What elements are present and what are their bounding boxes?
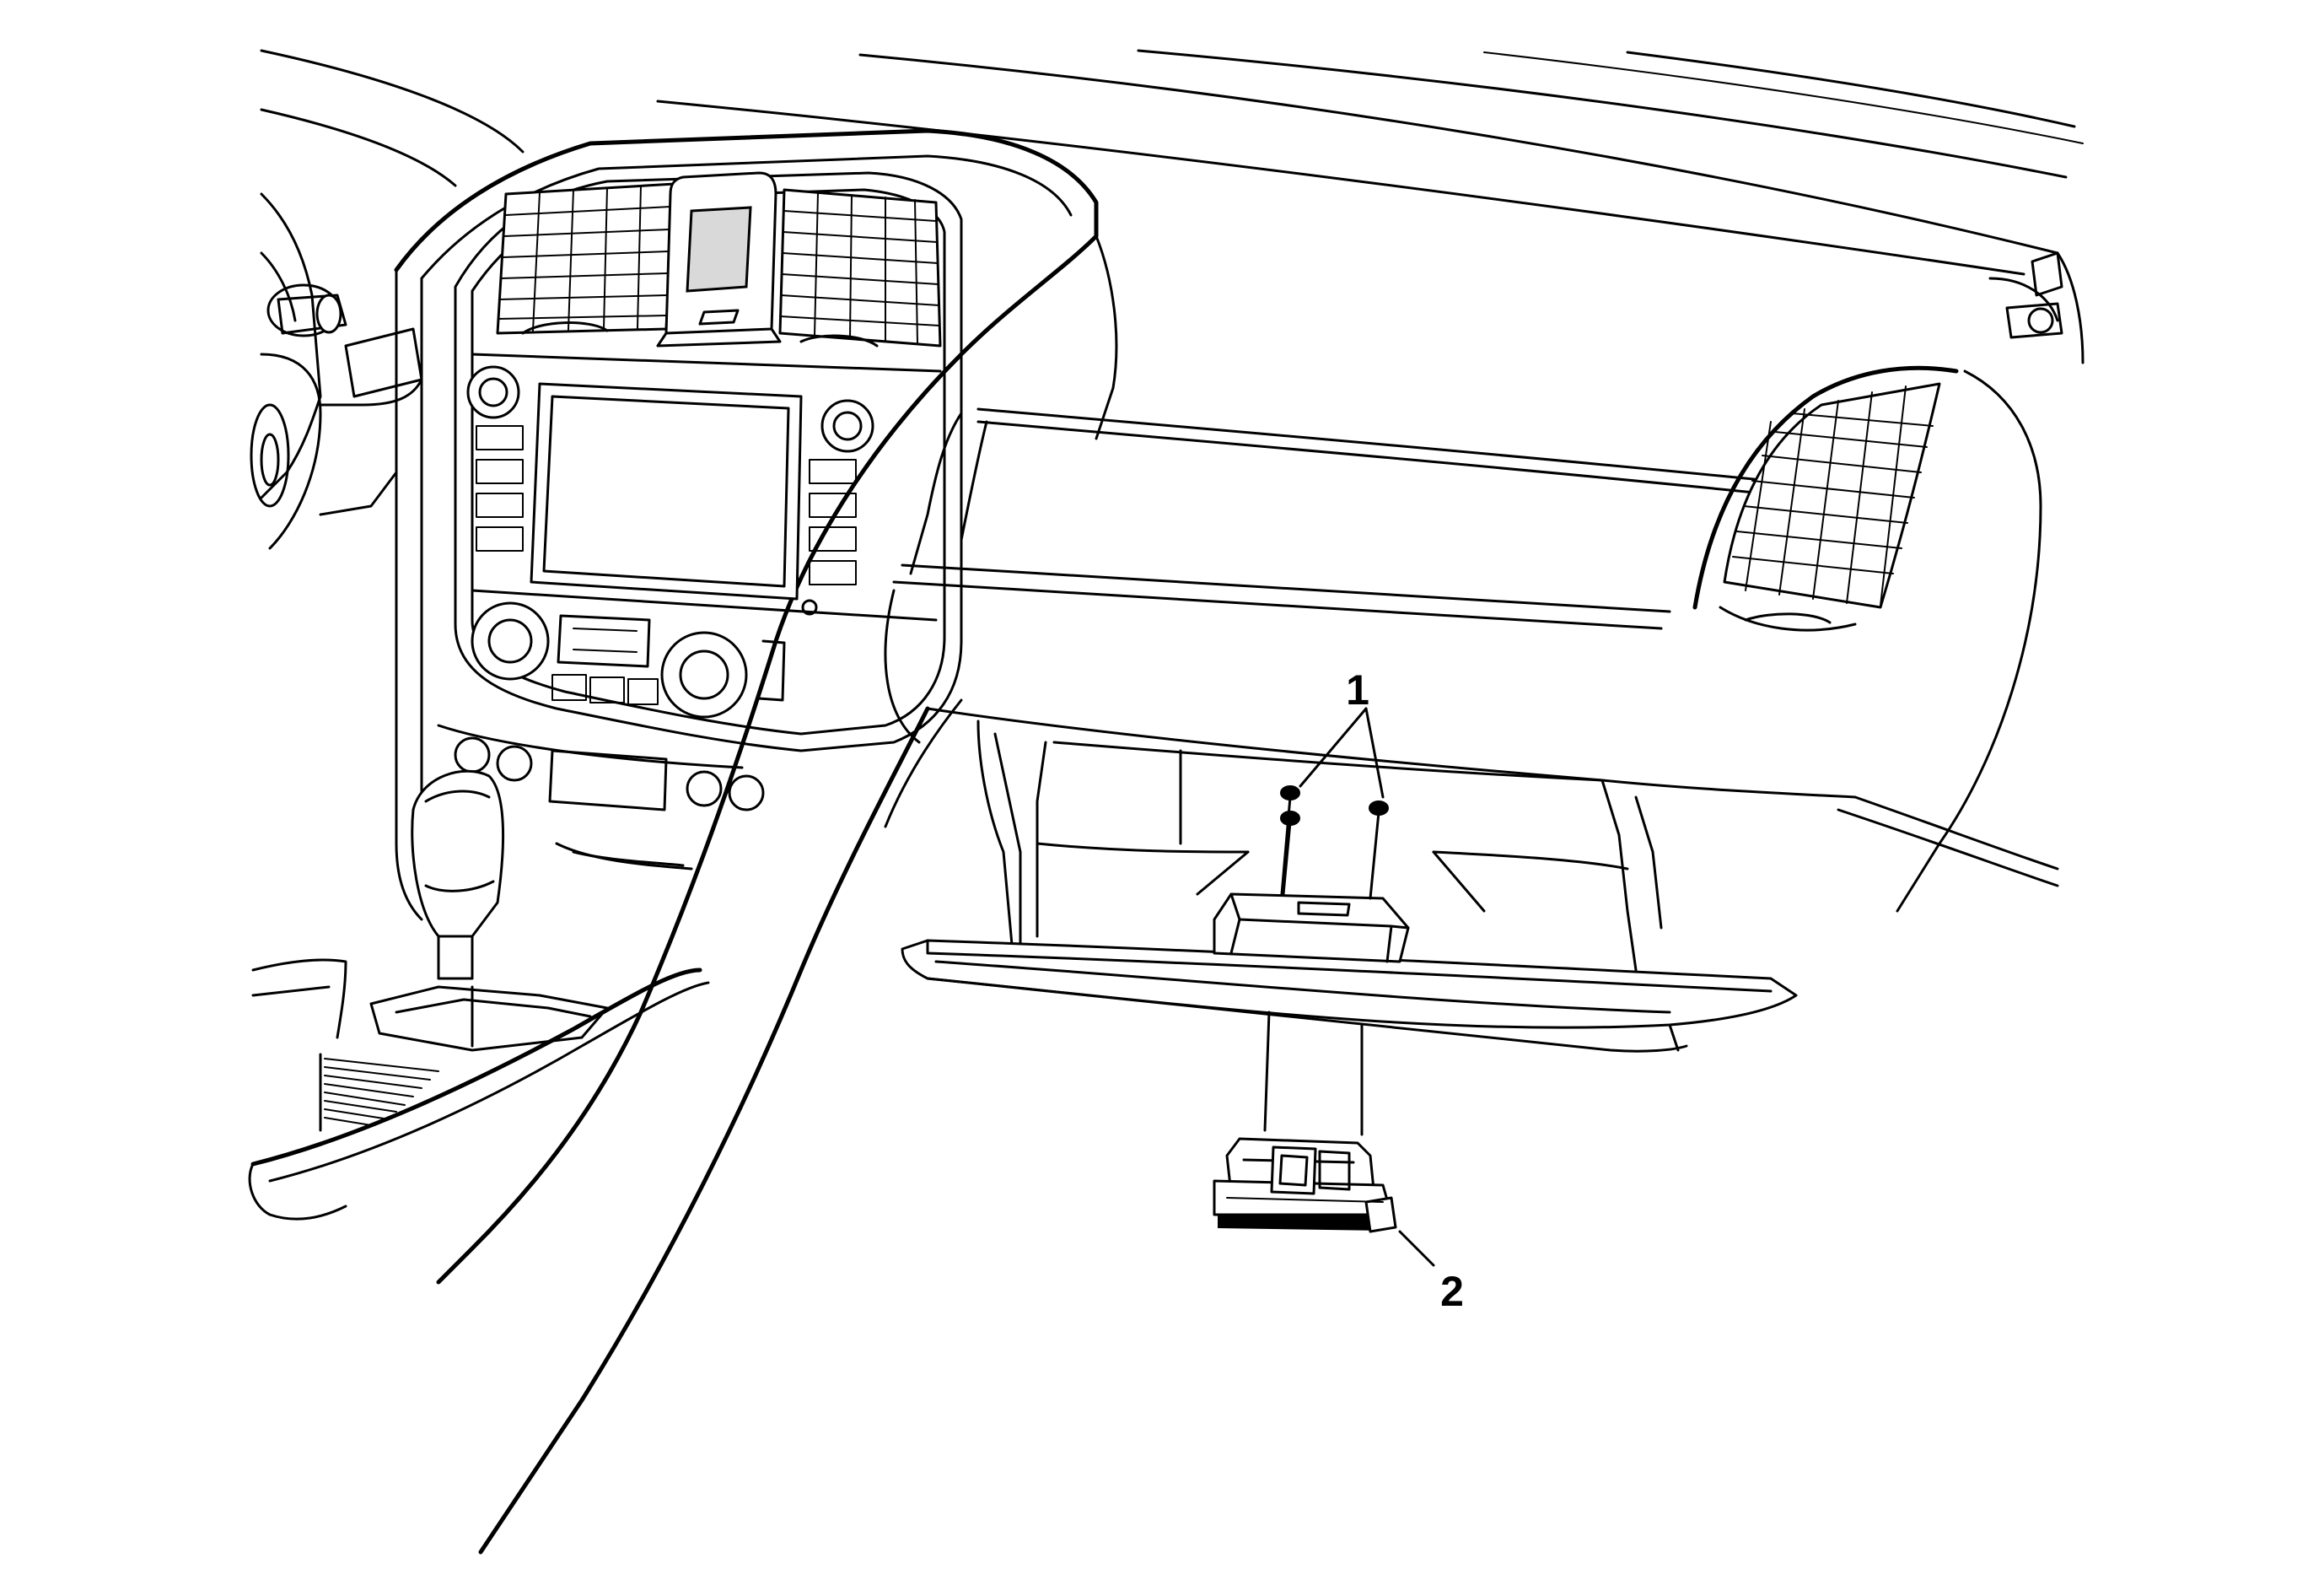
gear-shifter (251, 769, 609, 1052)
callout-1-label: 1 (1346, 666, 1369, 714)
radio-unit (466, 353, 942, 616)
screw-3 (1369, 800, 1389, 900)
screw-2 (1280, 811, 1300, 896)
screw-1 (1280, 785, 1300, 896)
glove-box-door (901, 892, 1798, 1053)
passenger-dash-trim (892, 234, 1857, 799)
glove-box-latch-assembly (1213, 1011, 1435, 1267)
lower-switch-panel (437, 724, 765, 871)
passenger-vent (1692, 365, 1959, 632)
right-pillar-area (1837, 251, 2085, 913)
climate-controls (471, 589, 938, 719)
glove-box-opening (976, 720, 1663, 972)
lower-dash-sweep (478, 589, 963, 1555)
upper-dash-outline (260, 49, 2084, 276)
center-display-hood (656, 171, 782, 348)
center-vent-left (496, 182, 676, 335)
center-vent-right (778, 188, 942, 348)
screw-fasteners (1280, 707, 1389, 900)
callout-2-label: 2 (1440, 1268, 1464, 1315)
center-console (248, 968, 710, 1221)
steering-column-area (250, 192, 423, 550)
